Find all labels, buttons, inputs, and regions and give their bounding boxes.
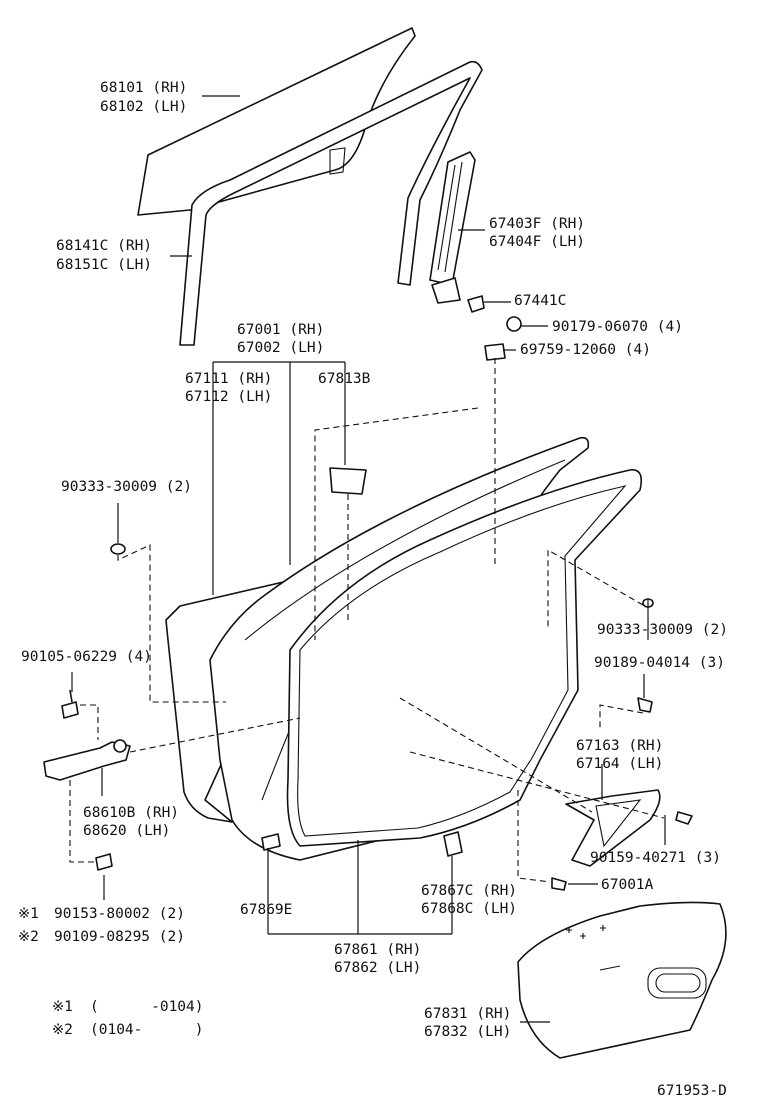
label-90333-left: 90333-30009 (2) — [61, 479, 192, 495]
label-67867c: 67867C (RH) — [421, 883, 517, 899]
label-67163: 67163 (RH) — [576, 738, 663, 754]
label-68620: 68620 (LH) — [83, 823, 170, 839]
label-67403f: 67403F (RH) — [489, 216, 585, 232]
nut-90179 — [506, 316, 522, 332]
door-check — [43, 739, 131, 781]
division-bar — [429, 151, 476, 304]
legend-mark-2: ※2 — [52, 1022, 73, 1038]
clip-67867c — [443, 831, 463, 857]
bolt-90153 — [95, 853, 113, 871]
label-68151c: 68151C (LH) — [56, 257, 152, 273]
plug-left — [110, 543, 126, 555]
legend-mark-1: ※1 — [52, 999, 73, 1015]
label-67861: 67861 (RH) — [334, 942, 421, 958]
clip-90189 — [637, 697, 653, 713]
patch-67813b — [329, 467, 367, 495]
bracket-67441c — [467, 295, 485, 313]
label-68101: 68101 (RH) — [100, 80, 187, 96]
screw-90159 — [675, 811, 693, 825]
label-90105: 90105-06229 (4) — [21, 649, 152, 665]
clip-69759 — [484, 343, 506, 361]
label-67869e: 67869E — [240, 902, 292, 918]
label-67002: 67002 (LH) — [237, 340, 324, 356]
footnote-part-1: 90153-80002 (2) — [54, 906, 185, 922]
door-weatherstrip — [286, 469, 643, 847]
footnote-part-mark-2: ※2 — [18, 929, 39, 945]
leader-lines — [69, 95, 666, 1023]
bolt-90105 — [61, 689, 79, 719]
run-channel — [179, 60, 483, 346]
label-90159: 90159-40271 (3) — [590, 850, 721, 866]
footnote-part-mark-1: ※1 — [18, 906, 39, 922]
label-67001a: 67001A — [601, 877, 654, 893]
label-67831: 67831 (RH) — [424, 1006, 511, 1022]
door-reinforcement — [565, 789, 661, 867]
label-69759: 69759-12060 (4) — [520, 342, 651, 358]
label-90179: 90179-06070 (4) — [552, 319, 683, 335]
label-68102: 68102 (LH) — [100, 99, 187, 115]
label-67112: 67112 (LH) — [185, 389, 272, 405]
legend-range-2: (0104- ) — [90, 1022, 204, 1038]
label-67441c: 67441C — [514, 293, 566, 309]
clip-67869e — [261, 833, 281, 851]
part-labels: 68101 (RH) 68102 (LH) 68141C (RH) 68151C… — [18, 80, 728, 1099]
label-67001: 67001 (RH) — [237, 322, 324, 338]
label-67164: 67164 (LH) — [576, 756, 663, 772]
label-67868c: 67868C (LH) — [421, 901, 517, 917]
label-68610b: 68610B (RH) — [83, 805, 179, 821]
label-67111: 67111 (RH) — [185, 371, 272, 387]
footnote-part-2: 90109-08295 (2) — [54, 929, 185, 945]
label-67862: 67862 (LH) — [334, 960, 421, 976]
label-67813b: 67813B — [318, 371, 371, 387]
label-68141c: 68141C (RH) — [56, 238, 152, 254]
clip-67001a — [551, 877, 567, 891]
label-90333-right: 90333-30009 (2) — [597, 622, 728, 638]
label-67832: 67832 (LH) — [424, 1024, 511, 1040]
label-90189: 90189-04014 (3) — [594, 655, 725, 671]
legend-range-1: ( -0104) — [90, 999, 204, 1015]
service-hole-cover — [517, 901, 727, 1059]
label-67404f: 67404F (LH) — [489, 234, 585, 250]
figure-code: 671953-D — [657, 1083, 727, 1099]
